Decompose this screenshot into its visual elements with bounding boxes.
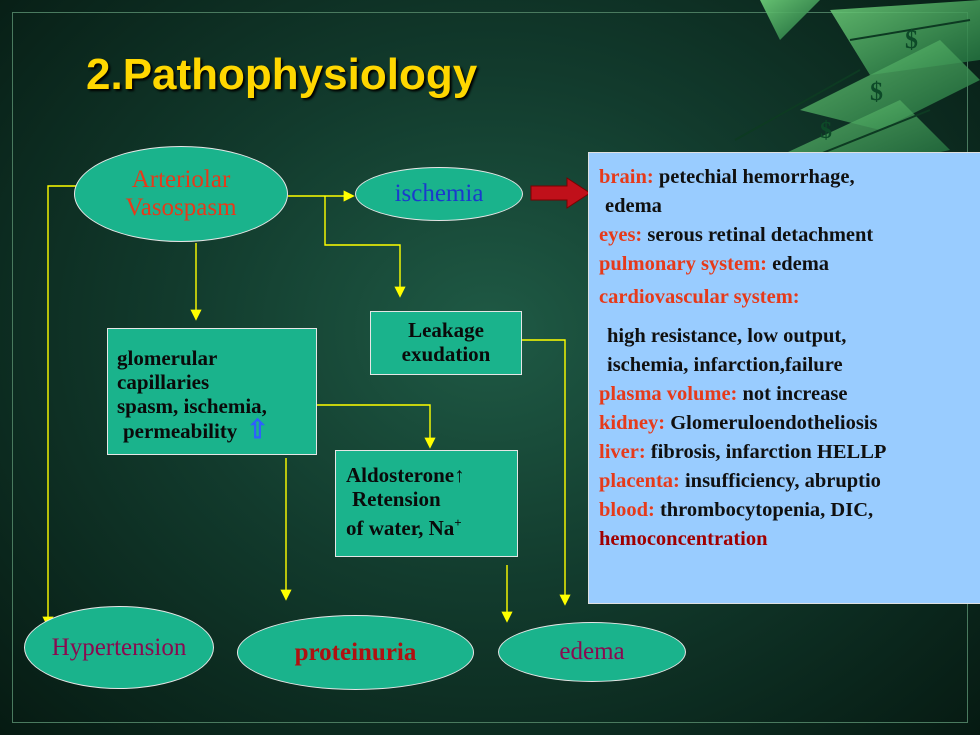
- info-row-blood: blood: thrombocytopenia, DIC,: [599, 496, 980, 525]
- node-glomerular: glomerular capillaries spasm, ischemia, …: [107, 328, 317, 455]
- info-row-kidney: kidney: Glomeruloendotheliosis: [599, 409, 980, 438]
- node-leakage-exudation: Leakage exudation: [370, 311, 522, 375]
- info-blood-key: blood:: [599, 499, 655, 521]
- info-blood-value2: hemoconcentration: [599, 528, 768, 550]
- node-leakage-line1: Leakage: [408, 318, 484, 342]
- info-row-brain: brain: petechial hemorrhage,: [599, 163, 980, 192]
- dollar-icon: $: [820, 118, 832, 144]
- info-row-pulmonary: pulmonary system: edema: [599, 250, 980, 279]
- info-eyes-key: eyes:: [599, 224, 643, 246]
- info-liver-value: fibrosis, infarction HELLP: [650, 441, 887, 463]
- up-arrow-icon: ⇧: [246, 415, 269, 444]
- node-edema-label: edema: [559, 638, 625, 665]
- info-cardio-value2: ischemia, infarction,failure: [607, 354, 843, 376]
- node-glomerular-line4: permeability: [123, 419, 238, 443]
- info-pulm-value: edema: [772, 253, 830, 275]
- info-brain-value: petechial hemorrhage,: [658, 166, 855, 188]
- node-proteinuria: proteinuria: [237, 615, 474, 690]
- info-row-plasma: plasma volume: not increase: [599, 380, 980, 409]
- info-blood-value: thrombocytopenia, DIC,: [659, 499, 874, 521]
- info-eyes-value: serous retinal detachment: [647, 224, 874, 246]
- info-plasma-key: plasma volume:: [599, 383, 738, 405]
- info-kidney-value: Glomeruloendotheliosis: [670, 412, 878, 434]
- slide-title: 2.Pathophysiology: [86, 50, 478, 99]
- info-row-eyes: eyes: serous retinal detachment: [599, 221, 980, 250]
- dollar-icon: $: [905, 25, 918, 54]
- info-row-liver: liver: fibrosis, infarction HELLP: [599, 438, 980, 467]
- node-hypertension-label: Hypertension: [51, 633, 187, 661]
- node-aldo-sup: +: [454, 515, 462, 530]
- node-hypertension: Hypertension: [24, 606, 214, 689]
- node-edema: edema: [498, 622, 686, 682]
- info-brain-key: brain:: [599, 166, 654, 188]
- node-arteriolar-line1: Arteriolar: [131, 166, 231, 193]
- node-glomerular-line2: capillaries: [117, 370, 210, 394]
- node-arteriolar-vasospasm: Arteriolar Vasospasm: [74, 146, 288, 242]
- organ-effects-box: brain: petechial hemorrhage, edema eyes:…: [588, 152, 980, 604]
- info-brain-value2: edema: [605, 195, 662, 217]
- node-aldo-line1: Aldosterone↑: [346, 463, 465, 487]
- node-ischemia-label: ischemia: [394, 180, 484, 207]
- node-leakage-line2: exudation: [401, 342, 491, 366]
- node-aldo-line2: Retension: [352, 487, 441, 511]
- node-arteriolar-line2: Vasospasm: [125, 194, 237, 221]
- node-aldosterone: Aldosterone↑ Retension of water, Na+: [335, 450, 518, 557]
- info-kidney-key: kidney:: [599, 412, 666, 434]
- info-pulm-key: pulmonary system:: [599, 253, 767, 275]
- info-cardio-key: cardiovascular system:: [599, 286, 800, 308]
- node-glomerular-line1: glomerular: [117, 346, 218, 370]
- info-placenta-key: placenta:: [599, 470, 680, 492]
- red-arrow-icon: [530, 177, 591, 209]
- info-cardio-value1: high resistance, low output,: [607, 325, 847, 347]
- info-row-placenta: placenta: insufficiency, abruptio: [599, 467, 980, 496]
- node-glomerular-line3: spasm, ischemia,: [117, 394, 267, 418]
- node-ischemia: ischemia: [355, 167, 523, 221]
- node-proteinuria-label: proteinuria: [294, 638, 417, 666]
- info-liver-key: liver:: [599, 441, 646, 463]
- info-placenta-value: insufficiency, abruptio: [684, 470, 881, 492]
- node-aldo-line3: of water, Na: [346, 516, 455, 540]
- info-plasma-value: not increase: [742, 383, 848, 405]
- dollar-icon: $: [870, 77, 883, 106]
